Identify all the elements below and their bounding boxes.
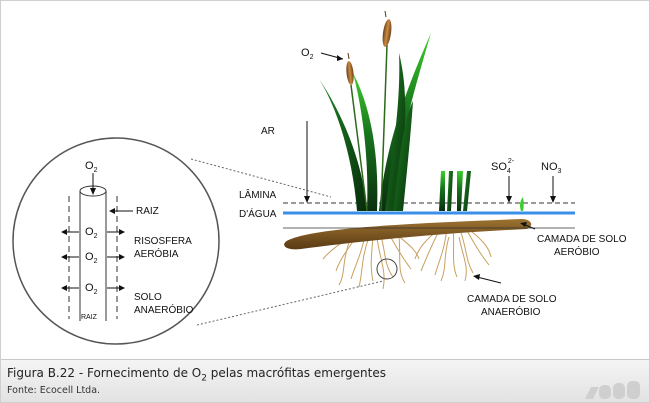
inset-o2-top: O2 [85, 160, 98, 174]
inset-o2-row-3: O2 [85, 282, 98, 296]
inset-circle [12, 137, 220, 345]
o2-label-top: O2 [301, 47, 314, 61]
watermark-logo-icon [585, 381, 640, 399]
ar-label: AR [261, 126, 275, 137]
lamina-label-1: LÂMINA [239, 188, 277, 201]
anaerobic-arrow [476, 276, 502, 284]
so4-label: SO42- [491, 158, 515, 175]
anaerobic-layer-label-1: CAMADA DE SOLO [467, 294, 557, 305]
inset-raiz-bottom-label: RAIZ [81, 314, 98, 321]
anaerobic-layer-label-2: ANAERÓBIO [481, 305, 541, 318]
emergent-plant-small [439, 171, 471, 211]
soil-layer [284, 219, 532, 250]
cattail-spike-1 [382, 19, 392, 47]
emergent-plant-main [319, 10, 431, 212]
sprout-icon [519, 197, 524, 211]
inset-risosfera-label-2: AERÓBIA [134, 247, 179, 260]
connector-line-top [190, 158, 332, 198]
figure-caption: Figura B.22 - Fornecimento de O2 pelas m… [1, 359, 649, 402]
inset-o2-row-2: O2 [85, 251, 98, 265]
caption-title: Figura B.22 - Fornecimento de O2 pelas m… [7, 366, 386, 384]
aerobic-layer-label-2: AERÓBIO [554, 245, 600, 258]
no3-label: NO3 [541, 161, 562, 175]
connector-line-bottom [196, 280, 384, 326]
inset-solo-label-2: ANAERÓBIO [134, 303, 194, 316]
inset-risosfera-label-1: RISOSFERA [134, 236, 192, 247]
cattail-spike-2 [346, 61, 354, 85]
lamina-label-2: D'ÁGUA [239, 207, 277, 220]
aerobic-layer-label-1: CAMADA DE SOLO [537, 234, 627, 245]
root-inset: O2 O2 O2 O2 RAIZ RISOSFERA AERÓBIA SOLO … [12, 137, 220, 345]
inset-o2-row-1: O2 [85, 226, 98, 240]
inset-raiz-label: RAIZ [136, 206, 159, 217]
o2-arrowhead-top [337, 55, 343, 61]
root-sample-circle [376, 258, 398, 280]
macrophyte-diagram: O2 AR LÂMINA D'ÁGUA SO42- NO3 CAMADA DE … [12, 10, 627, 345]
inset-solo-label-1: SOLO [134, 292, 162, 303]
caption-source: Fonte: Ecocell Ltda. [7, 385, 101, 396]
